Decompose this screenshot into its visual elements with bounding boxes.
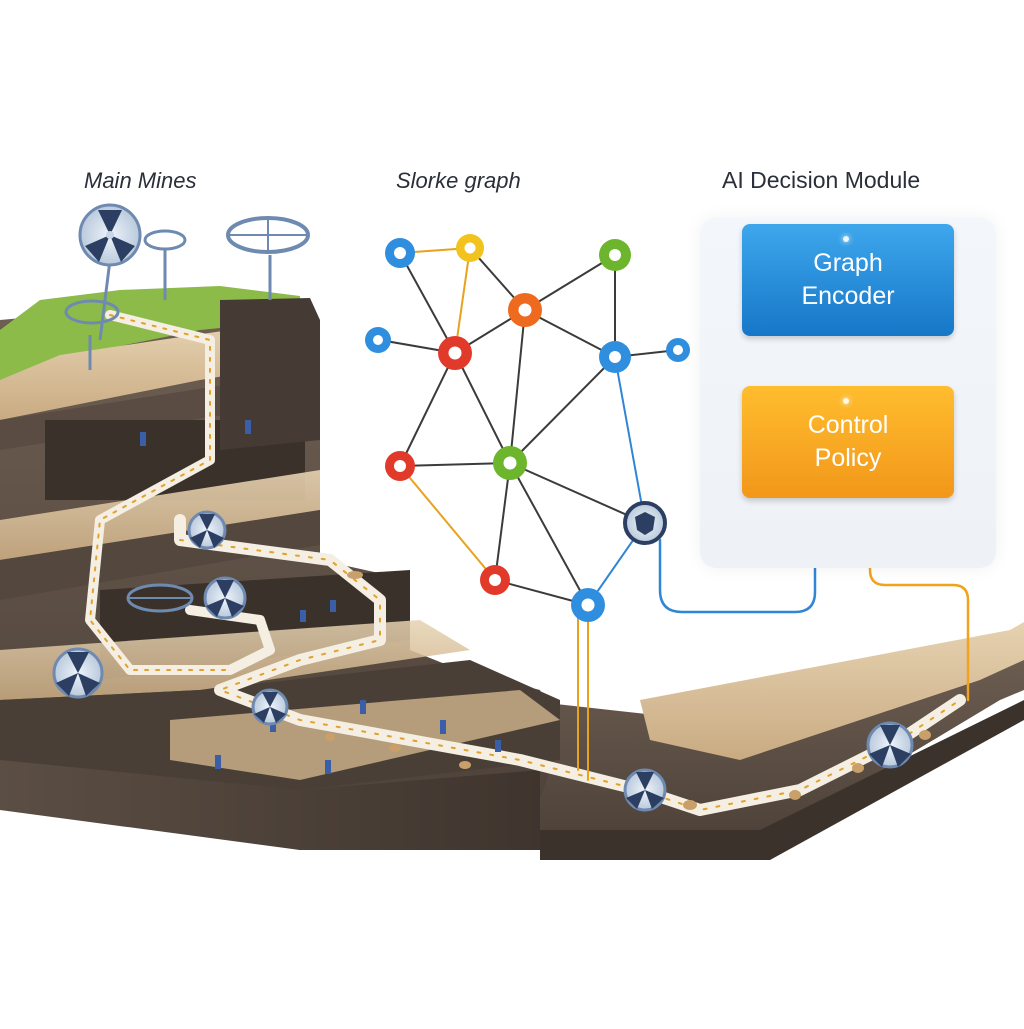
highlight-dot — [843, 236, 849, 242]
graph-encoder-block: Graph Encoder — [742, 224, 954, 336]
wind-turbine-icon — [143, 229, 187, 300]
wind-turbine-icon — [64, 299, 120, 370]
ai-module-label: AI Decision Module — [722, 167, 921, 193]
ventilation-fan-icon — [126, 583, 194, 613]
control-policy-line1: Control — [807, 411, 889, 439]
ventilation-fan-icon — [187, 510, 227, 550]
graph-node — [571, 588, 605, 622]
graph-node — [385, 451, 415, 481]
ventilation-fan-icon — [623, 768, 667, 812]
graph-label: Slorke graph — [396, 168, 521, 193]
tunnel-network — [85, 310, 966, 816]
graph-edges — [379, 247, 679, 781]
ventilation-fan-icon — [52, 647, 104, 699]
main-mines-label: Main Mines — [84, 168, 197, 193]
graph-node — [456, 234, 484, 262]
highlight-dot — [843, 398, 849, 404]
graph-nodes — [365, 234, 690, 622]
ore-piles — [325, 571, 931, 810]
graph-node — [599, 341, 631, 373]
graph-node — [438, 336, 472, 370]
graph-encoder-line2: Encoder — [801, 282, 895, 310]
control-policy-block: Control Policy — [742, 386, 954, 498]
graph-node — [493, 446, 527, 480]
graph-node — [365, 327, 391, 353]
ventilation-fan-icon — [251, 688, 289, 726]
ventilation-fan-icon — [203, 576, 247, 620]
control-policy-line2: Policy — [814, 444, 882, 472]
graph-node — [385, 238, 415, 268]
wind-turbine-icon — [78, 203, 142, 341]
graph-node — [599, 239, 631, 271]
ventilation-fan-icon — [866, 721, 914, 769]
wind-turbine-icon — [226, 216, 310, 300]
graph-node — [480, 565, 510, 595]
graph-node — [508, 293, 542, 327]
graph-node — [666, 338, 690, 362]
mine-workers — [140, 420, 501, 774]
shield-icon — [623, 501, 667, 545]
graph-encoder-line1: Graph — [813, 249, 883, 277]
